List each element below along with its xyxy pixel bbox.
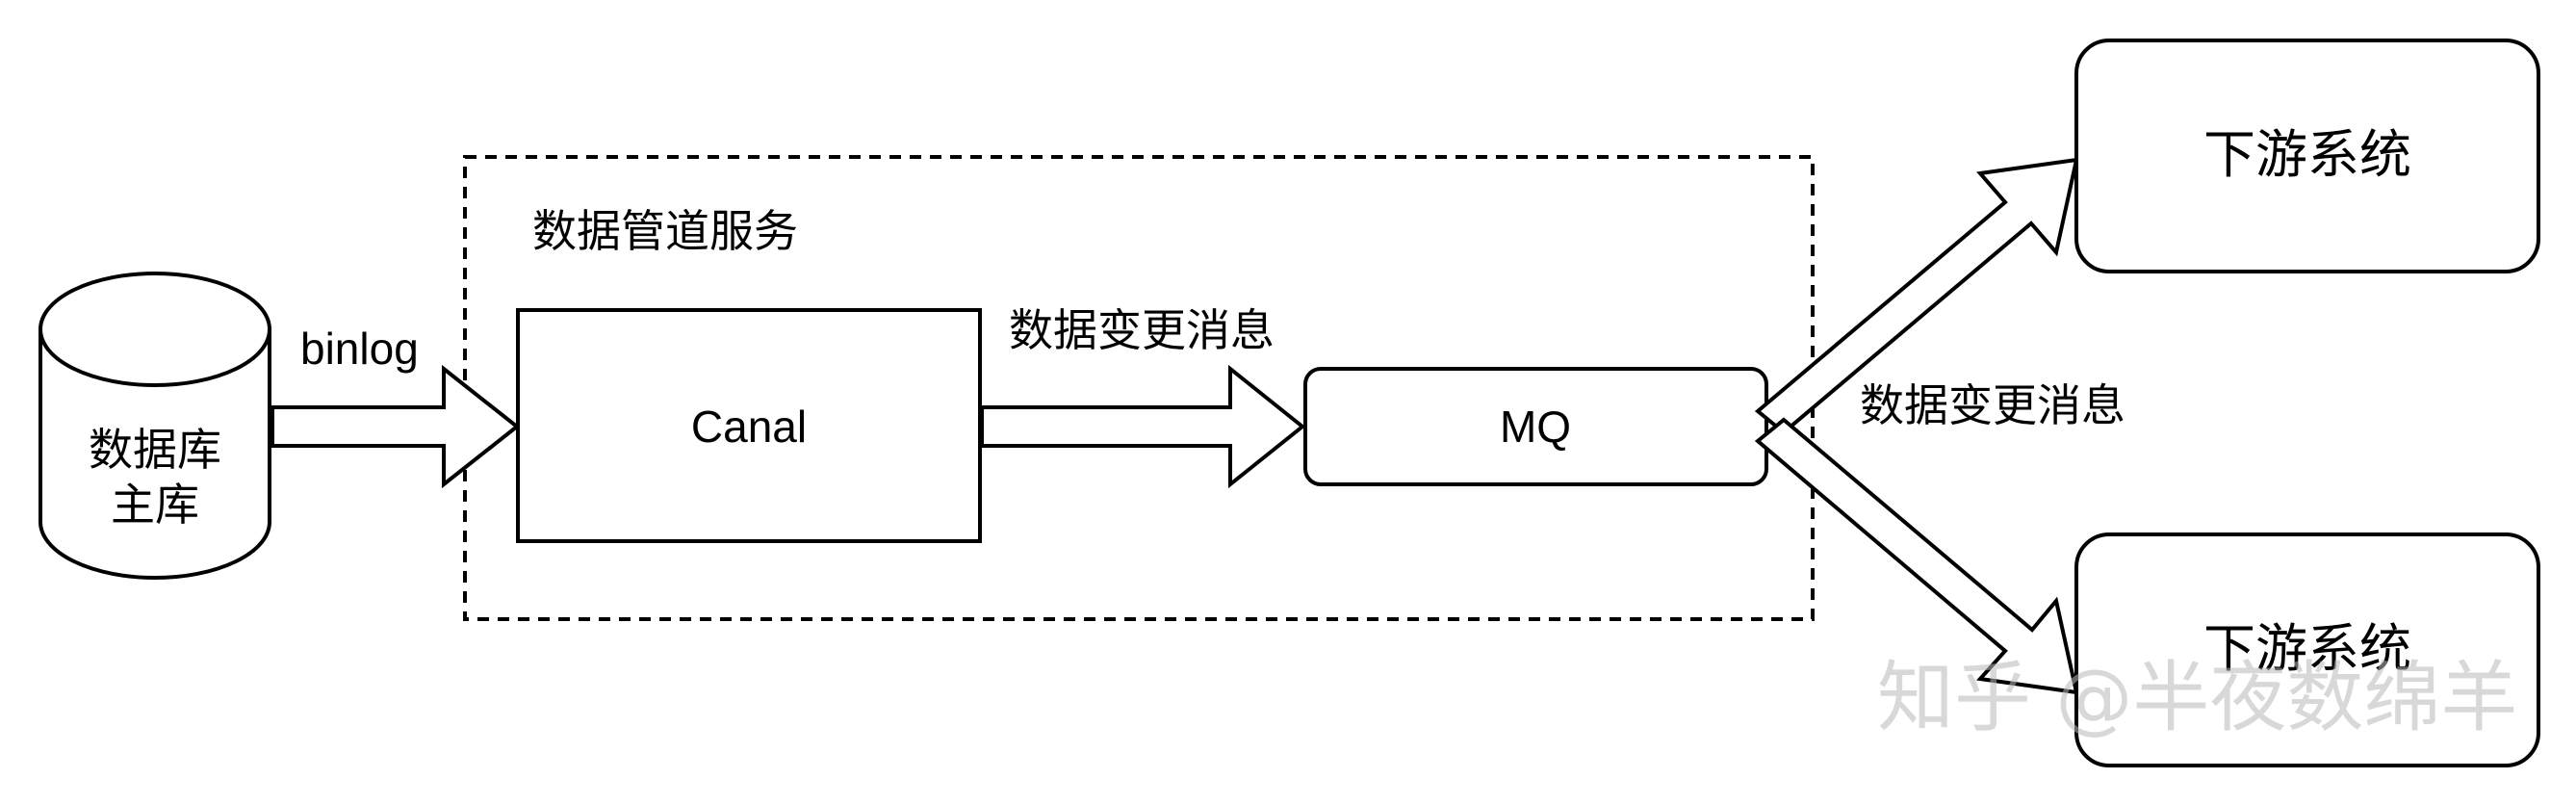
canal-box bbox=[516, 308, 982, 543]
canal-to-mq-arrow bbox=[980, 364, 1306, 489]
downstream-bottom-box bbox=[2074, 532, 2540, 767]
service-group-label: 数据管道服务 bbox=[532, 205, 798, 257]
binlog-label: binlog bbox=[300, 324, 419, 374]
downstream-top-label: 下游系统 bbox=[2203, 124, 2411, 185]
database-cylinder: 数据库 主库 bbox=[39, 272, 271, 580]
downstream-top-box bbox=[2074, 39, 2540, 273]
canal-to-mq-label: 数据变更消息 bbox=[1009, 304, 1275, 356]
canal-label: Canal bbox=[691, 402, 807, 452]
mq-label: MQ bbox=[1500, 402, 1571, 452]
database-label-line1: 数据库 bbox=[89, 424, 221, 476]
binlog-arrow bbox=[270, 364, 521, 489]
mq-box bbox=[1303, 367, 1768, 486]
mq-to-downstream-top-arrow bbox=[1754, 157, 2079, 435]
downstream-bottom-label: 下游系统 bbox=[2203, 618, 2411, 679]
watermark-text: 知乎 @半夜数绵羊 bbox=[1877, 653, 2517, 742]
mq-to-downstream-label: 数据变更消息 bbox=[1860, 379, 2125, 431]
mq-to-downstream-bottom-arrow bbox=[1754, 417, 2079, 695]
database-label-line2: 主库 bbox=[111, 479, 199, 531]
